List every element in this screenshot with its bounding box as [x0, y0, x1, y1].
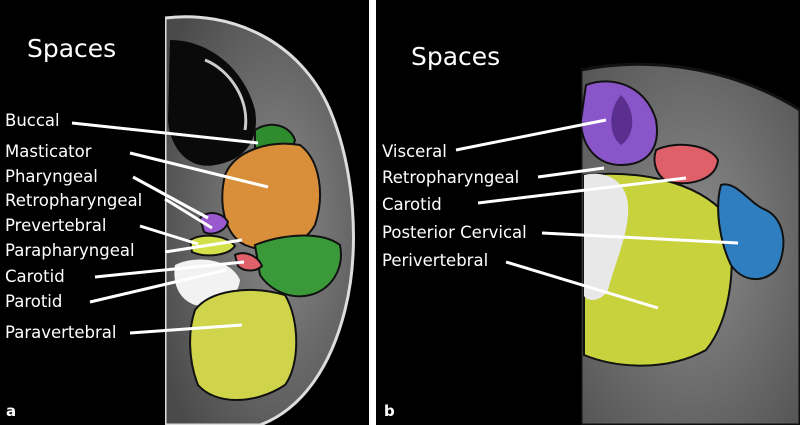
panel-a-letter: a	[6, 402, 17, 420]
panel-b: Spaces Visceral Retropharyngeal Carotid …	[376, 0, 800, 425]
label-posterior-cervical: Posterior Cervical	[382, 223, 527, 242]
label-perivertebral: Perivertebral	[382, 251, 489, 270]
panel-b-letter: b	[384, 402, 395, 420]
label-retropharyngeal: Retropharyngeal	[5, 191, 143, 210]
panel-divider	[369, 0, 376, 425]
ct-scan-image-b	[376, 0, 800, 425]
paravertebral-space	[189, 289, 298, 401]
panel-b-title: Spaces	[411, 42, 501, 71]
label-masticator: Masticator	[5, 142, 92, 161]
ct-scan-image-a	[0, 0, 355, 425]
posterior-cervical-space	[717, 183, 785, 280]
arrows-b	[455, 118, 739, 310]
masticator-space	[221, 142, 321, 251]
parotid-space	[253, 234, 342, 298]
label-parotid: Parotid	[5, 292, 63, 311]
label-prevertebral: Prevertebral	[5, 216, 107, 235]
arrows-a	[71, 121, 269, 335]
label-parapharyngeal: Parapharyngeal	[5, 241, 135, 260]
label-carotid: Carotid	[5, 267, 65, 286]
panel-a: Spaces Buccal Masticator Pharyngeal Retr…	[0, 0, 369, 425]
label-carotid-b: Carotid	[382, 195, 442, 214]
panel-a-title: Spaces	[27, 34, 117, 63]
label-visceral: Visceral	[382, 142, 447, 161]
retropharyngeal-space	[233, 252, 264, 272]
label-retropharyngeal-b: Retropharyngeal	[382, 168, 520, 187]
label-buccal: Buccal	[5, 111, 60, 130]
label-paravertebral: Paravertebral	[5, 323, 117, 342]
retropharyngeal-space-b	[653, 143, 720, 185]
label-pharyngeal: Pharyngeal	[5, 167, 98, 186]
